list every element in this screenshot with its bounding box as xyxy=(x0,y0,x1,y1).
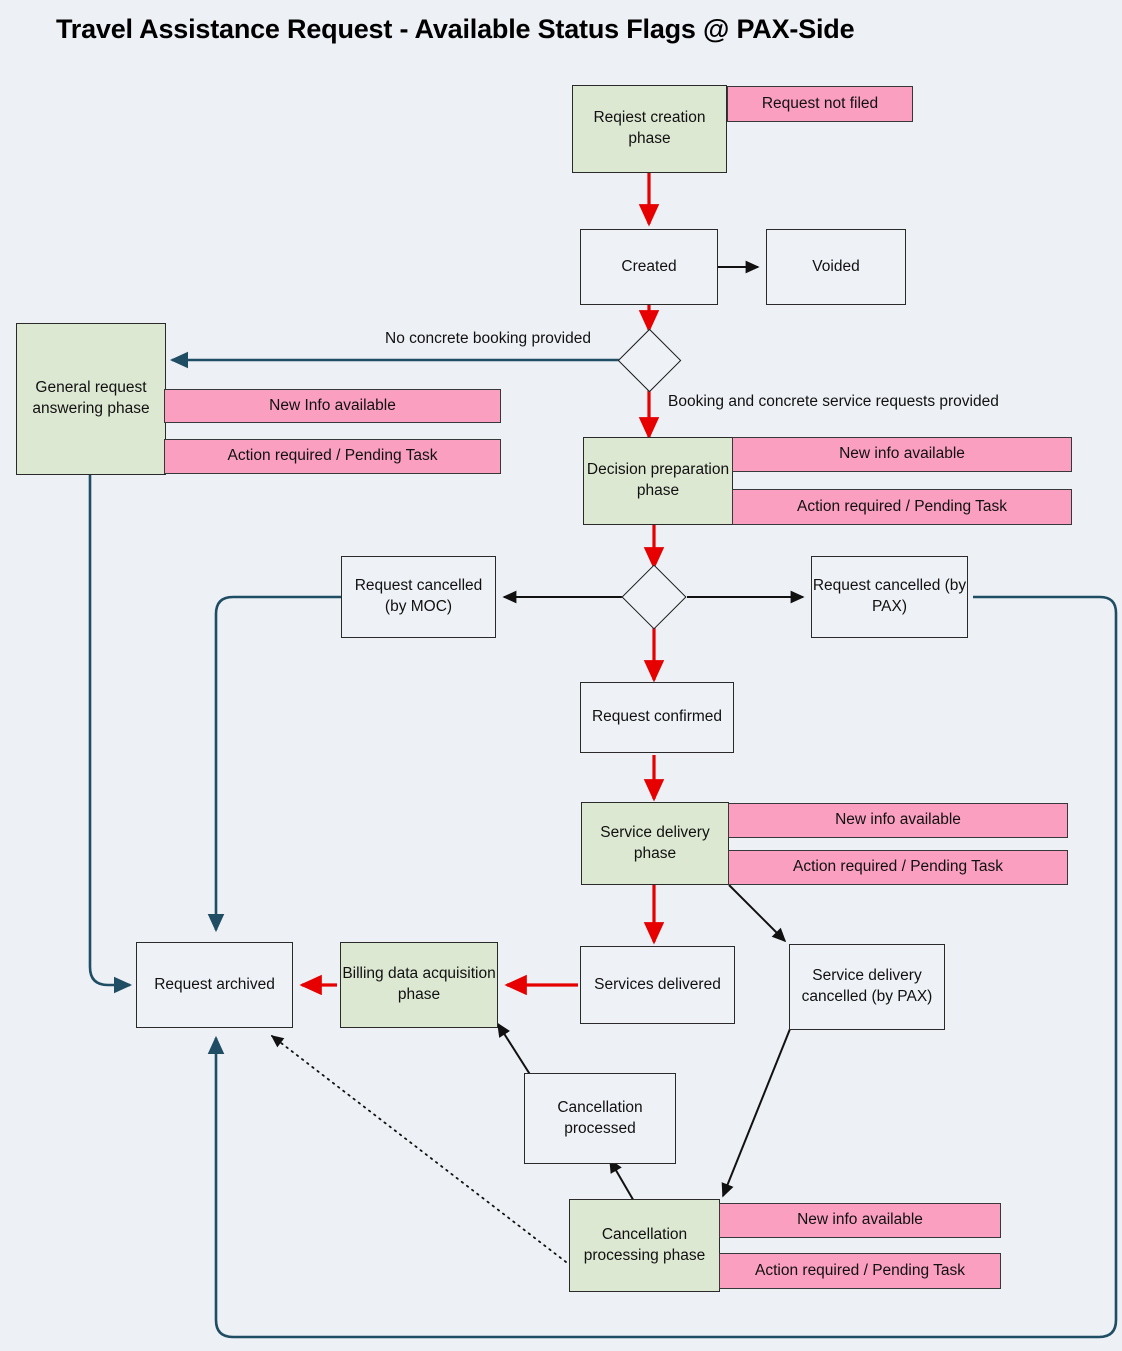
edge-cancellation-processed-to-billing xyxy=(497,1022,532,1077)
node-voided[interactable]: Voided xyxy=(766,229,906,305)
node-flag-cp-new-info[interactable]: New info available xyxy=(719,1203,1001,1238)
node-created[interactable]: Created xyxy=(580,229,718,305)
node-flag-request-not-filed[interactable]: Request not filed xyxy=(727,86,913,122)
edge-delivery-cancelled-to-cancellation-processing xyxy=(721,1028,791,1198)
node-flag-cp-action-required[interactable]: Action required / Pending Task xyxy=(719,1253,1001,1289)
node-flag-sd-new-info[interactable]: New info available xyxy=(728,803,1068,838)
node-decision-preparation-phase[interactable]: Decision preparation phase xyxy=(583,437,733,525)
edge-cancellation-processing-to-archived-dotted xyxy=(270,1035,567,1263)
node-services-delivered[interactable]: Services delivered xyxy=(580,946,735,1024)
edge-cancellation-processing-to-processed xyxy=(609,1158,636,1204)
edge-cancelled-moc-to-archived xyxy=(207,595,341,933)
node-request-cancelled-pax[interactable]: Request cancelled (by PAX) xyxy=(811,556,968,638)
decision-diamond-cancellation[interactable] xyxy=(621,564,687,630)
node-request-archived[interactable]: Request archived xyxy=(136,942,293,1028)
edge-general-answering-to-archived xyxy=(88,475,133,994)
node-flag-dp-new-info[interactable]: New info available xyxy=(732,437,1072,472)
node-flag-dp-action-required[interactable]: Action required / Pending Task xyxy=(732,489,1072,525)
node-request-confirmed[interactable]: Request confirmed xyxy=(580,682,734,753)
node-billing-data-acquisition-phase[interactable]: Billing data acquisition phase xyxy=(340,942,498,1028)
node-request-creation-phase[interactable]: Reqiest creation phase xyxy=(572,85,727,173)
node-cancellation-processing-phase[interactable]: Cancellation processing phase xyxy=(569,1199,720,1292)
node-general-request-answering-phase[interactable]: General request answering phase xyxy=(16,323,166,475)
node-flag-gra-new-info[interactable]: New Info available xyxy=(164,389,501,423)
node-cancellation-processed[interactable]: Cancellation processed xyxy=(524,1073,676,1164)
edge-service-delivery-to-delivery-cancelled xyxy=(728,884,787,943)
edge-label-no-concrete-booking: No concrete booking provided xyxy=(385,330,591,347)
node-service-delivery-phase[interactable]: Service delivery phase xyxy=(581,802,729,885)
decision-diamond-booking[interactable] xyxy=(617,328,682,393)
edge-label-booking-provided: Booking and concrete service requests pr… xyxy=(668,393,999,410)
page-title: Travel Assistance Request - Available St… xyxy=(56,14,855,44)
node-service-delivery-cancelled-pax[interactable]: Service delivery cancelled (by PAX) xyxy=(789,944,945,1030)
node-request-cancelled-moc[interactable]: Request cancelled (by MOC) xyxy=(341,556,496,638)
node-flag-sd-action-required[interactable]: Action required / Pending Task xyxy=(728,850,1068,885)
node-flag-gra-action-required[interactable]: Action required / Pending Task xyxy=(164,439,501,474)
